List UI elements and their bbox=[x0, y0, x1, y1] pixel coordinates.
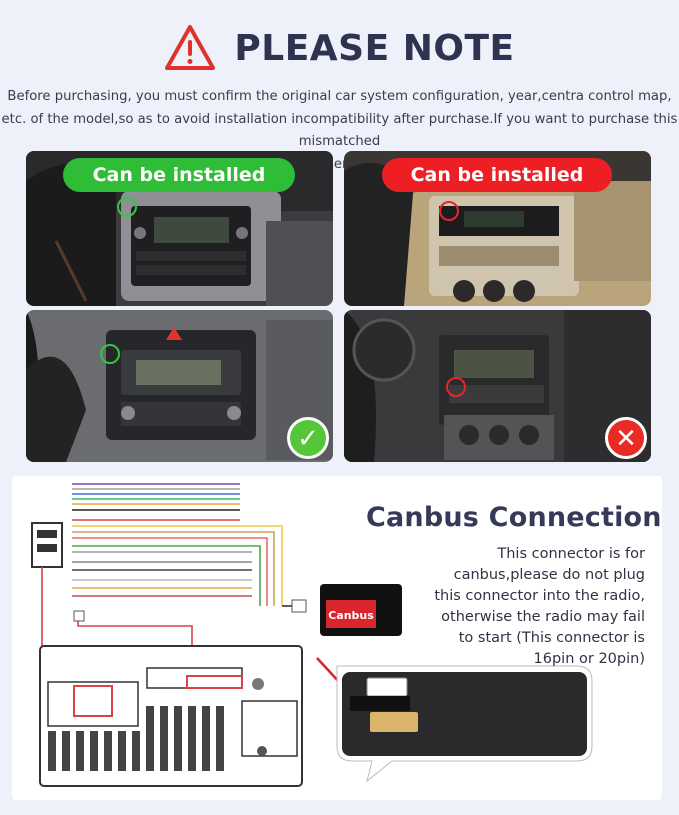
page-title: PLEASE NOTE bbox=[234, 27, 515, 69]
canbus-title: Canbus Connection bbox=[366, 502, 662, 533]
canbus-line-4: otherwise the radio may fail bbox=[441, 609, 645, 625]
photo-incompatible-dash-2 bbox=[344, 310, 651, 462]
canbus-description: This connector is for canbus,please do n… bbox=[420, 544, 645, 670]
check-icon: ✓ bbox=[287, 417, 329, 459]
canbus-line-2: canbus,please do not plug bbox=[453, 567, 645, 583]
wiring-diagram: Canbus bbox=[31, 483, 593, 787]
canbus-box-label: Canbus bbox=[328, 609, 374, 622]
photo-compatible-dash-2 bbox=[26, 310, 333, 462]
canbus-line-6: 16pin or 20pin) bbox=[533, 651, 645, 667]
intro-line-2: etc. of the model,so as to avoid install… bbox=[1, 111, 678, 150]
canbus-line-1: This connector is for bbox=[497, 546, 645, 562]
canbus-line-5: to start (This connector is bbox=[458, 630, 645, 646]
warning-icon bbox=[165, 25, 216, 70]
badge-cannot-be-installed: Can be installed bbox=[382, 158, 612, 192]
header: PLEASE NOTE bbox=[0, 20, 679, 76]
intro-line-1: Before purchasing, you must confirm the … bbox=[7, 89, 672, 104]
cross-icon: ✕ bbox=[605, 417, 647, 459]
canbus-panel: Canbus bbox=[12, 476, 662, 800]
canbus-line-3: this connector into the radio, bbox=[434, 588, 645, 604]
badge-can-be-installed: Can be installed bbox=[63, 158, 295, 192]
